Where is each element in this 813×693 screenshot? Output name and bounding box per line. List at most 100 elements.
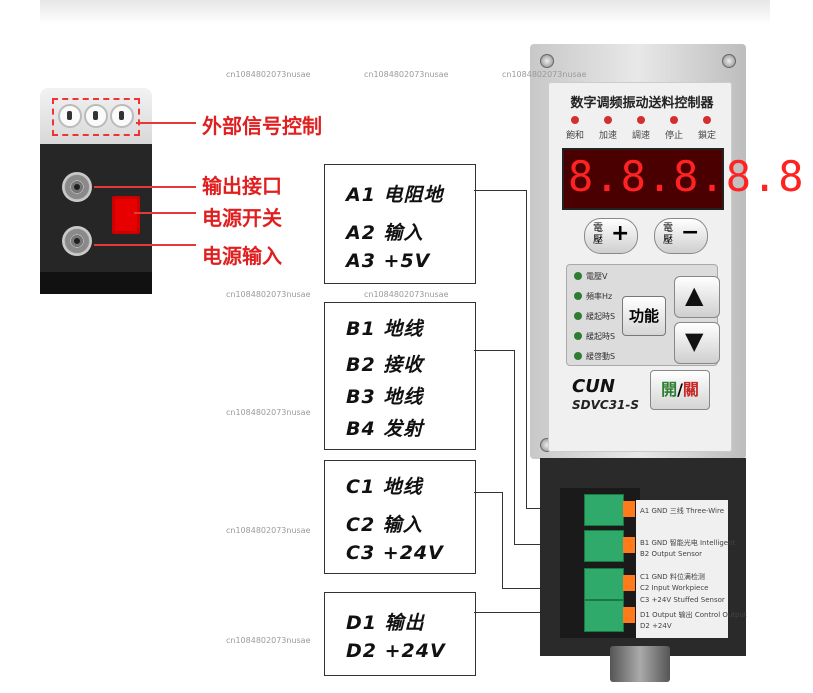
voltage-down-label: 電壓 bbox=[663, 223, 673, 246]
box-b bbox=[324, 302, 476, 450]
signal-port-highlight bbox=[52, 98, 140, 136]
small-device-base bbox=[40, 272, 152, 294]
indicator-led bbox=[670, 116, 678, 124]
indicator-label: 飽和 bbox=[565, 131, 584, 141]
box-b-line-3: B3 地线 bbox=[346, 386, 424, 408]
label-external-signal: 外部信号控制 bbox=[202, 114, 322, 138]
box-a-line-2: A2 输入 bbox=[346, 222, 424, 244]
box-a-line-1: A1 电阻地 bbox=[346, 184, 444, 206]
mode-label: 頻率Hz bbox=[586, 292, 613, 301]
terminal-b bbox=[584, 530, 635, 562]
model-number: SDVC31-S bbox=[572, 398, 640, 412]
output-leader-line bbox=[94, 186, 196, 188]
watermark: cn1084802073nusae bbox=[226, 636, 311, 645]
display-digits: 8.8.8.8.8 bbox=[568, 152, 805, 201]
power-leader-line bbox=[94, 244, 196, 246]
box-a-line-3: A3 +5V bbox=[346, 250, 431, 272]
wire-a-h bbox=[474, 190, 526, 191]
box-b-line-4: B4 发射 bbox=[346, 418, 424, 440]
indicator-led bbox=[571, 116, 579, 124]
box-c-line-2: C2 输入 bbox=[346, 514, 423, 536]
wire-c-h bbox=[474, 492, 502, 493]
power-switch[interactable] bbox=[112, 196, 140, 234]
watermark: cn1084802073nusae bbox=[226, 526, 311, 535]
box-b-line-2: B2 接收 bbox=[346, 354, 424, 376]
wire-b-v bbox=[514, 350, 515, 544]
output-connector bbox=[62, 172, 92, 202]
box-c bbox=[324, 460, 476, 574]
sticker-row: A1 GND 三线 Three-Wire bbox=[640, 507, 725, 515]
box-b-line-1: B1 地线 bbox=[346, 318, 424, 340]
label-power-input: 电源输入 bbox=[202, 244, 282, 268]
watermark: cn1084802073nusae bbox=[364, 290, 449, 299]
voltage-down-button[interactable]: 電壓 − bbox=[654, 218, 708, 254]
sticker-row: C2 Input Workpiece bbox=[640, 584, 709, 592]
brand-logo: CUN bbox=[572, 376, 615, 397]
indicator-label: 調速 bbox=[631, 131, 650, 141]
mode-led bbox=[574, 312, 582, 320]
mode-label: 電壓V bbox=[586, 272, 608, 281]
signal-port-1 bbox=[58, 104, 82, 128]
indicator-label: 停止 bbox=[664, 131, 683, 141]
mode-led bbox=[574, 272, 582, 280]
watermark: cn1084802073nusae bbox=[226, 290, 311, 299]
indicator-label: 加速 bbox=[598, 131, 617, 141]
signal-leader-line bbox=[136, 122, 196, 124]
mode-led bbox=[574, 332, 582, 340]
box-d-line-2: D2 +24V bbox=[346, 640, 446, 662]
sticker-row: C1 GND 料位满检测 bbox=[640, 573, 705, 581]
indicator-led bbox=[604, 116, 612, 124]
indicator-led bbox=[637, 116, 645, 124]
box-d-line-1: D1 输出 bbox=[346, 612, 425, 634]
signal-port-2 bbox=[84, 104, 108, 128]
function-button[interactable]: 功能 bbox=[622, 296, 666, 336]
screw-icon bbox=[722, 54, 736, 68]
signal-port-3 bbox=[110, 104, 134, 128]
minus-icon: − bbox=[681, 220, 700, 245]
on-off-button[interactable]: 開/關 bbox=[650, 370, 710, 410]
sticker-row: C3 +24V Stuffed Sensor bbox=[640, 596, 725, 604]
terminal-a bbox=[584, 494, 635, 526]
on-label: 開 bbox=[661, 380, 678, 399]
up-arrow-icon: ▲ bbox=[685, 281, 704, 309]
sticker-row: B1 GND 智能光电 Intelligent bbox=[640, 539, 736, 547]
screw-icon bbox=[540, 54, 554, 68]
box-c-line-3: C3 +24V bbox=[346, 542, 444, 564]
wiring-sticker bbox=[636, 500, 728, 638]
cable-gland bbox=[610, 646, 670, 682]
top-shadow-strip bbox=[40, 0, 770, 24]
indicator-led bbox=[703, 116, 711, 124]
box-a bbox=[324, 164, 476, 284]
led-display bbox=[562, 148, 724, 210]
wire-c-v bbox=[502, 492, 503, 588]
box-d bbox=[324, 592, 476, 676]
plus-icon: + bbox=[611, 221, 630, 246]
sticker-row: D1 Output 输出 Control Output bbox=[640, 611, 747, 619]
down-arrow-icon: ▼ bbox=[685, 327, 704, 355]
watermark: cn1084802073nusae bbox=[364, 70, 449, 79]
wire-a-v bbox=[526, 190, 527, 508]
off-label: 關 bbox=[682, 380, 699, 399]
label-power-switch: 电源开关 bbox=[202, 206, 282, 230]
wire-b-h bbox=[474, 350, 514, 351]
power-connector bbox=[62, 226, 92, 256]
watermark: cn1084802073nusae bbox=[502, 70, 587, 79]
mode-led bbox=[574, 352, 582, 360]
sticker-row: B2 Output Sensor bbox=[640, 550, 703, 558]
controller-title: 数字调频振动送料控制器 bbox=[570, 96, 714, 111]
terminal-c bbox=[584, 568, 635, 600]
watermark: cn1084802073nusae bbox=[226, 70, 311, 79]
mode-led bbox=[574, 292, 582, 300]
mode-label: 緩起時S bbox=[586, 332, 616, 341]
mode-label: 緩啓動S bbox=[586, 352, 616, 361]
switch-leader-line bbox=[134, 212, 196, 214]
indicator-label: 鎖定 bbox=[697, 131, 716, 141]
onoff-separator: / bbox=[677, 380, 683, 399]
mode-label: 緩起時S bbox=[586, 312, 616, 321]
sticker-row: D2 +24V bbox=[640, 622, 672, 630]
voltage-up-button[interactable]: 電壓 + bbox=[584, 218, 638, 254]
voltage-up-label: 電壓 bbox=[593, 223, 603, 246]
up-button[interactable]: ▲ bbox=[674, 276, 720, 318]
watermark: cn1084802073nusae bbox=[226, 408, 311, 417]
down-button[interactable]: ▼ bbox=[674, 322, 720, 364]
